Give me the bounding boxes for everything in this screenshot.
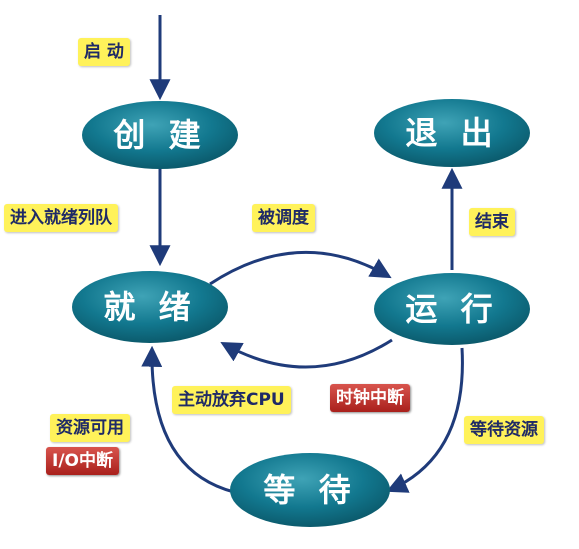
- label-give-up-cpu: 主动放弃CPU: [172, 386, 291, 414]
- label-scheduled: 被调度: [252, 204, 315, 232]
- state-ready-label: 就 绪: [103, 288, 196, 326]
- arrow-running-to-waiting: [386, 347, 464, 493]
- state-waiting-label: 等 待: [263, 471, 356, 509]
- state-create: 创 建: [82, 101, 238, 169]
- state-running-label: 运 行: [405, 290, 498, 328]
- label-start: 启 动: [78, 38, 130, 66]
- state-running: 运 行: [374, 273, 530, 345]
- state-ready: 就 绪: [72, 271, 228, 343]
- arrow-running-to-ready: [220, 338, 393, 369]
- label-clock-interrupt: 时钟中断: [330, 384, 410, 412]
- state-exit-label: 退 出: [405, 114, 498, 152]
- label-io-interrupt: I/O中断: [46, 447, 119, 475]
- state-exit: 退 出: [374, 99, 530, 167]
- state-waiting: 等 待: [230, 453, 390, 527]
- label-wait-resource: 等待资源: [464, 416, 544, 444]
- label-resource-available: 资源可用: [50, 414, 130, 442]
- state-create-label: 创 建: [112, 116, 206, 154]
- label-enter-ready-queue: 进入就绪列队: [4, 204, 118, 232]
- arrow-ready-to-running: [209, 250, 392, 286]
- label-finish: 结束: [469, 208, 515, 236]
- arrow-waiting-to-ready: [141, 345, 235, 494]
